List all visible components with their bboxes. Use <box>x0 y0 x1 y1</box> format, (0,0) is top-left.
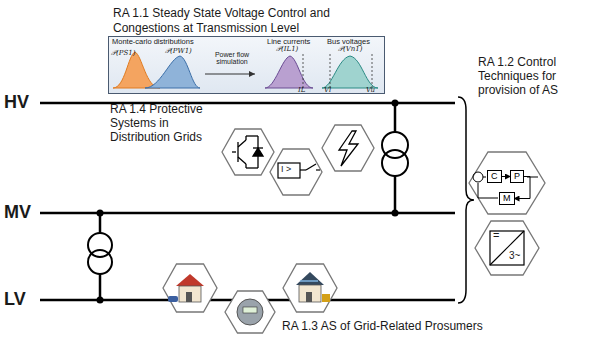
area-title: RA 1.1 Steady State Voltage Control and … <box>113 6 390 35</box>
dc-symbol: = <box>493 229 499 242</box>
bus-label: MV <box>4 202 31 223</box>
math-label: 𝒫(Vn1) <box>338 45 362 53</box>
analysis-inset: RA 1.1 Steady State Voltage Control and … <box>108 36 385 94</box>
block-letter: C <box>491 171 498 181</box>
math-label: Vl <box>324 86 331 94</box>
signal-arrow <box>502 176 511 177</box>
math-label: IL <box>298 86 305 94</box>
relay-symbol-text: I > <box>281 164 291 174</box>
area-title: RA 1.4 Protective Systems in Distributio… <box>110 103 222 144</box>
plant-block: P <box>510 170 524 183</box>
block-letter: P <box>514 171 520 181</box>
bus-label: HV <box>4 92 29 113</box>
math-label: 𝒫(PW1) <box>165 47 192 55</box>
math-label: Vu <box>366 86 375 94</box>
block-letter: M <box>503 193 511 203</box>
bus-label: LV <box>4 289 26 310</box>
ac-symbol: 3~ <box>509 250 520 262</box>
inset-heading: Line currents <box>267 38 327 46</box>
measurement-block: M <box>499 192 515 205</box>
math-label: 𝒫(IL1) <box>276 45 298 53</box>
math-label: 𝒫(PS1) <box>111 49 135 57</box>
area-title: RA 1.3 AS of Grid-Related Prosumers <box>282 320 483 334</box>
inset-heading: Bus voltages <box>327 38 385 46</box>
inset-heading: Monte-carlo distributions <box>112 38 202 46</box>
inset-heading: Power flow simulation <box>206 51 258 66</box>
area-title: RA 1.2 Control Techniques for provision … <box>478 56 600 97</box>
controller-block: C <box>487 170 502 183</box>
